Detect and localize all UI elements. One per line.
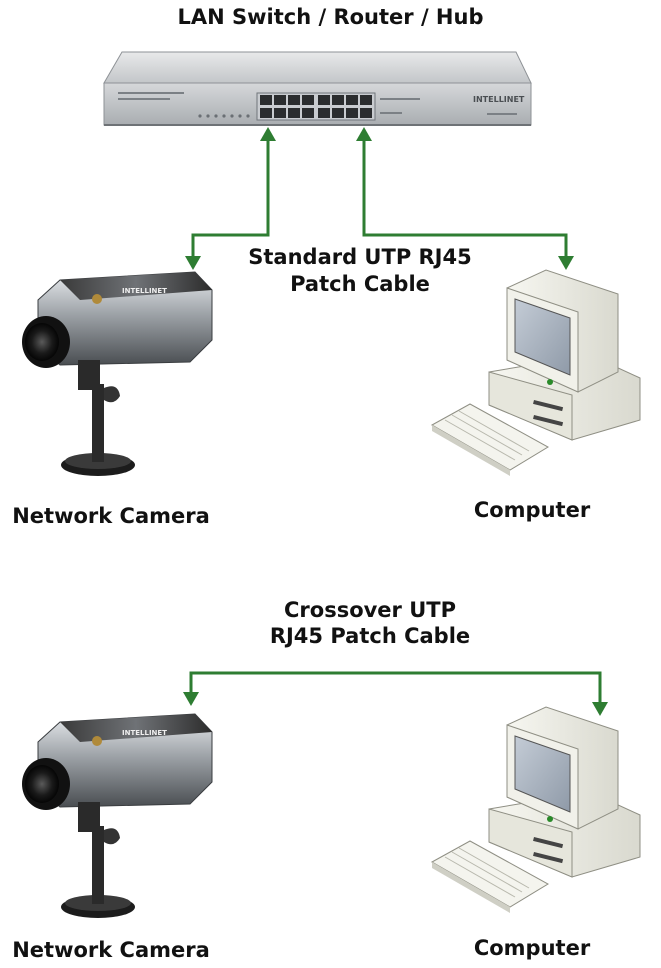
camera-label-top: Network Camera [12, 504, 210, 528]
switch-brand-logo: INTELLINET [473, 95, 525, 104]
port-leds [198, 114, 250, 118]
crossover-cable-arrows [183, 692, 608, 716]
arrow-down-icon [592, 702, 608, 716]
network-camera-icon: INTELLINET [22, 271, 213, 476]
crossover-cable-label-line1: Crossover UTP [284, 598, 456, 622]
arrow-down-icon [185, 256, 201, 270]
standard-cable-arrows [185, 127, 574, 270]
arrow-down-icon [558, 256, 574, 270]
arrow-down-icon [183, 692, 199, 706]
standard-cable-label-line1: Standard UTP RJ45 [248, 245, 472, 269]
lan-switch: INTELLINET [103, 51, 532, 126]
standard-cable-label-line2: Patch Cable [290, 272, 430, 296]
camera-brand-logo: INTELLINET [122, 287, 167, 295]
computer-label-top: Computer [473, 498, 591, 522]
camera-brand-logo: INTELLINET [122, 729, 167, 737]
computer-label-bottom: Computer [473, 936, 591, 960]
rj45-ports [256, 92, 376, 121]
standard-cable [191, 138, 568, 262]
switch-label: LAN Switch / Router / Hub [177, 5, 484, 29]
computer-icon [430, 269, 641, 476]
camera-label-bottom: Network Camera [12, 938, 210, 962]
arrow-up-icon [260, 127, 276, 141]
arrow-up-icon [356, 127, 372, 141]
crossover-cable [189, 671, 602, 708]
computer-icon [430, 706, 641, 913]
network-camera-icon: INTELLINET [22, 713, 213, 918]
crossover-cable-label-line2: RJ45 Patch Cable [269, 624, 471, 648]
